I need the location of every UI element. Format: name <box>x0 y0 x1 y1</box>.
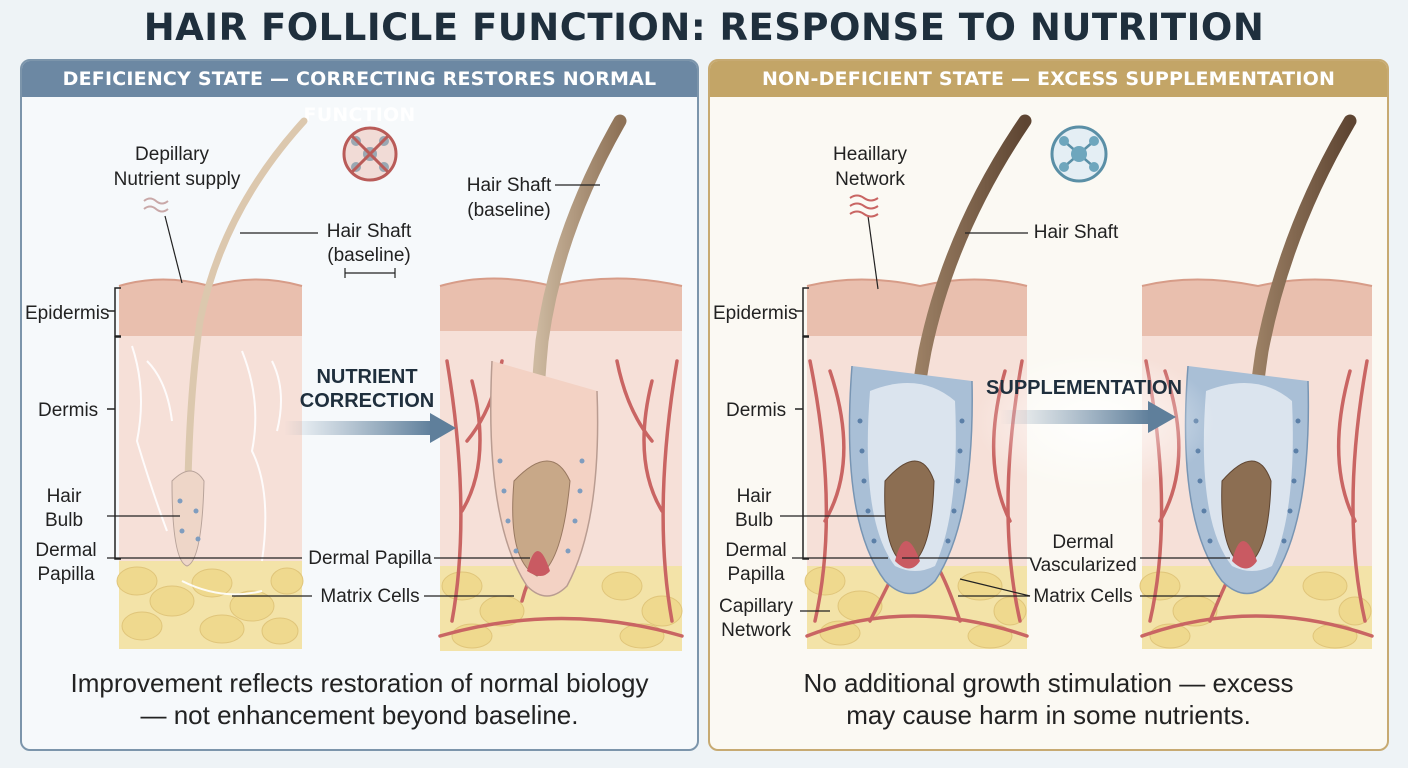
dermal-papilla-label-1: Dermal <box>35 540 96 561</box>
leader-lines <box>107 184 600 597</box>
layer-bracket <box>107 287 121 560</box>
network-label-1: Heaillary <box>833 144 907 165</box>
epidermis-label: Epidermis <box>713 303 797 324</box>
hair-bulb-label-1: Hair <box>47 486 83 507</box>
dermal-papilla-label-2: Papilla <box>37 564 94 585</box>
normal-skin-block <box>804 114 1032 649</box>
non-deficient-caption: No additional growth stimulation — exces… <box>710 667 1387 731</box>
nutrient-supply-label-1: Depillary <box>135 144 209 165</box>
hair-bulb-label-2: Bulb <box>735 510 773 531</box>
nutrient-supply-squiggle-icon <box>143 197 169 213</box>
dermal-papilla-center-label: Dermal Papilla <box>308 548 432 569</box>
non-deficient-caption-line-2: may cause harm in some nutrients. <box>846 700 1251 730</box>
nutrient-correction-arrow <box>284 413 456 443</box>
dermal-papilla-label-1: Dermal <box>725 540 786 561</box>
page-title: HAIR FOLLICLE FUNCTION: RESPONSE TO NUTR… <box>143 6 1265 49</box>
deficiency-panel: DEFICIENCY STATE — CORRECTING RESTORES N… <box>20 59 699 751</box>
deficiency-caption-line-1: Improvement reflects restoration of norm… <box>70 668 649 698</box>
matrix-cells-label: Matrix Cells <box>1033 586 1132 607</box>
deficient-skin-block <box>116 117 308 649</box>
non-deficient-panel: NON-DEFICIENT STATE — EXCESS SUPPLEMENTA… <box>708 59 1389 751</box>
supplementation-label: SUPPLEMENTATION <box>986 377 1182 399</box>
capillary-network-label-1: Capillary <box>719 596 793 617</box>
capillary-network-label-2: Network <box>721 620 791 641</box>
dermis-label: Dermis <box>726 400 786 421</box>
capillary-squiggle-icon <box>849 194 879 218</box>
deficiency-caption-line-2: — not enhancement beyond baseline. <box>140 700 579 730</box>
layer-bracket <box>795 287 809 560</box>
hair-bulb-label-1: Hair <box>737 486 773 507</box>
non-deficient-caption-line-1: No additional growth stimulation — exces… <box>803 668 1294 698</box>
epidermis-label: Epidermis <box>25 303 109 324</box>
nutrient-correction-label-1: NUTRIENT <box>316 366 417 388</box>
dermis-label: Dermis <box>38 400 98 421</box>
leader-lines <box>780 215 1230 612</box>
dermal-vascularized-label-1: Dermal <box>1052 532 1113 553</box>
network-label-2: Network <box>835 169 905 190</box>
deficiency-caption: Improvement reflects restoration of norm… <box>22 667 697 731</box>
hair-shaft-baseline-label-1: Hair Shaft <box>327 221 412 242</box>
nutrient-molecule-icon <box>1050 125 1108 183</box>
hair-bulb-label-2: Bulb <box>45 510 83 531</box>
deficiency-illustration: Depillary Nutrient supply Hair Shaft (ba… <box>25 114 684 651</box>
nutrient-supply-label-2: Nutrient supply <box>114 169 241 190</box>
non-deficient-panel-header: NON-DEFICIENT STATE — EXCESS SUPPLEMENTA… <box>710 61 1387 97</box>
non-deficient-illustration: Heaillary Network Hair Shaft Epidermis D… <box>713 114 1374 649</box>
dermal-vascularized-label-2: Vascularized <box>1029 555 1136 576</box>
deficiency-panel-header: DEFICIENCY STATE — CORRECTING RESTORES N… <box>22 61 697 126</box>
matrix-cells-label: Matrix Cells <box>320 586 419 607</box>
restored-hair-shaft-label-1: Hair Shaft <box>467 175 552 196</box>
hair-shaft-baseline-label-2: (baseline) <box>327 245 410 266</box>
hair-shaft-label: Hair Shaft <box>1034 222 1119 243</box>
restored-skin-block <box>438 114 684 651</box>
crossed-out-nutrient-icon <box>342 126 398 182</box>
supplementation-arrow <box>1000 401 1176 433</box>
nutrient-correction-label-2: CORRECTION <box>300 390 434 412</box>
restored-hair-shaft-label-2: (baseline) <box>467 200 550 221</box>
supplemented-skin-block <box>1139 114 1374 649</box>
dermal-papilla-label-2: Papilla <box>727 564 784 585</box>
